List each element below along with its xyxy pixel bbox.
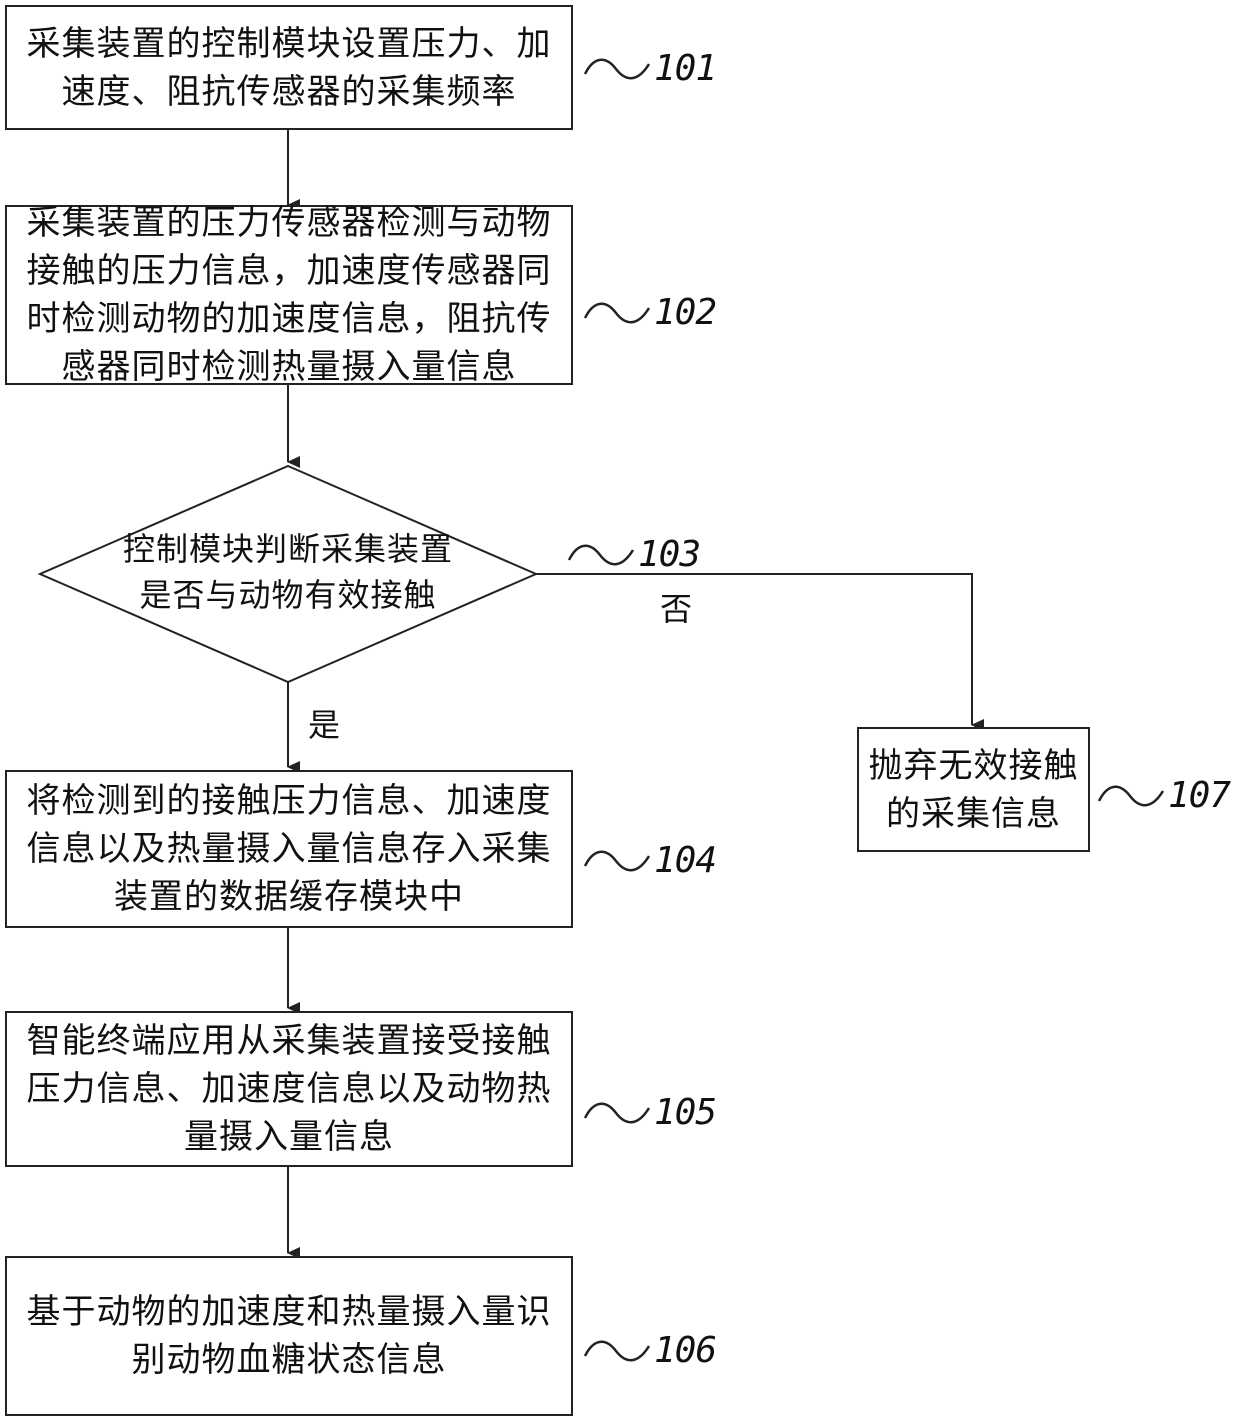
step-107-text: 抛弃无效接触 的采集信息 — [869, 742, 1079, 838]
step-106-number: 106 — [654, 1330, 716, 1371]
step-101-ref: 101 — [582, 48, 716, 89]
step-106-box: 基于动物的加速度和热量摄入量识 别动物血糖状态信息 — [5, 1256, 573, 1416]
branch-no-label: 否 — [660, 584, 692, 630]
squiggle-icon — [582, 1098, 652, 1128]
step-105-text: 智能终端应用从采集装置接受接触 压力信息、加速度信息以及动物热 量摄入量信息 — [27, 1017, 552, 1161]
squiggle-icon — [1096, 781, 1166, 811]
step-102-text: 采集装置的压力传感器检测与动物 接触的压力信息，加速度传感器同 时检测动物的加速… — [27, 199, 552, 391]
step-103-text: 控制模块判断采集装置 是否与动物有效接触 — [90, 526, 486, 618]
step-102-number: 102 — [654, 292, 716, 333]
step-107-number: 107 — [1168, 775, 1230, 816]
arrow-103-107 — [536, 574, 972, 725]
branch-yes-label: 是 — [308, 700, 340, 746]
step-104-text: 将检测到的接触压力信息、加速度 信息以及热量摄入量信息存入采集 装置的数据缓存模… — [27, 777, 552, 921]
step-106-text: 基于动物的加速度和热量摄入量识 别动物血糖状态信息 — [27, 1288, 552, 1384]
step-101-box: 采集装置的控制模块设置压力、加 速度、阻抗传感器的采集频率 — [5, 5, 573, 130]
step-103-number: 103 — [638, 534, 700, 575]
step-102-box: 采集装置的压力传感器检测与动物 接触的压力信息，加速度传感器同 时检测动物的加速… — [5, 205, 573, 385]
squiggle-icon — [582, 54, 652, 84]
squiggle-icon — [566, 540, 636, 570]
step-104-number: 104 — [654, 840, 716, 881]
step-105-ref: 105 — [582, 1092, 716, 1133]
step-107-ref: 107 — [1096, 775, 1230, 816]
squiggle-icon — [582, 298, 652, 328]
step-101-text: 采集装置的控制模块设置压力、加 速度、阻抗传感器的采集频率 — [27, 20, 552, 116]
squiggle-icon — [582, 1336, 652, 1366]
step-105-box: 智能终端应用从采集装置接受接触 压力信息、加速度信息以及动物热 量摄入量信息 — [5, 1011, 573, 1167]
step-102-ref: 102 — [582, 292, 716, 333]
step-105-number: 105 — [654, 1092, 716, 1133]
step-104-box: 将检测到的接触压力信息、加速度 信息以及热量摄入量信息存入采集 装置的数据缓存模… — [5, 770, 573, 928]
step-101-number: 101 — [654, 48, 716, 89]
squiggle-icon — [582, 846, 652, 876]
step-103-ref: 103 — [566, 534, 700, 575]
step-106-ref: 106 — [582, 1330, 716, 1371]
step-104-ref: 104 — [582, 840, 716, 881]
step-107-box: 抛弃无效接触 的采集信息 — [857, 727, 1090, 852]
